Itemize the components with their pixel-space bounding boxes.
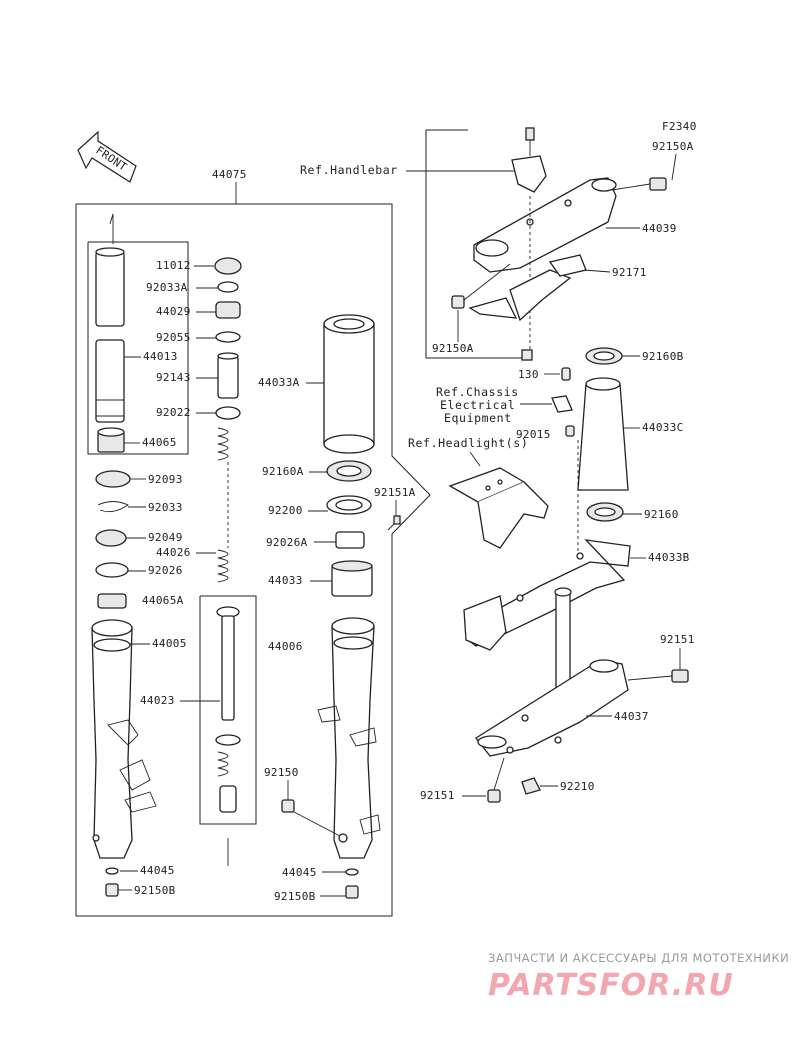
ref-chassis-1: Ref.Chassis: [436, 385, 519, 399]
middle-labels: 44033A 92160A 92151A 92200 92026A 44026 …: [156, 376, 416, 903]
figure-code: F2340: [662, 120, 697, 133]
label-92150B-left: 92150B: [134, 884, 176, 897]
label-44033B: 44033B: [648, 551, 690, 564]
left-labels: 11012 92033A 44029 92055 44013 92143 920…: [118, 259, 220, 897]
label-92033: 92033: [148, 501, 183, 514]
label-44013: 44013: [143, 350, 178, 363]
label-92143: 92143: [156, 371, 191, 384]
assembly-box-44075: [75, 203, 431, 917]
label-92093: 92093: [148, 473, 183, 486]
label-92151-top: 92151: [660, 633, 695, 646]
drain-bolt-left: [105, 867, 119, 897]
label-44033C: 44033C: [642, 421, 684, 434]
bracket-box: [425, 129, 526, 359]
label-44033: 44033: [268, 574, 303, 587]
label-92171: 92171: [612, 266, 647, 279]
label-44045-left: 44045: [140, 864, 175, 877]
label-92055: 92055: [156, 331, 191, 344]
label-44006: 44006: [268, 640, 303, 653]
label-92210: 92210: [560, 780, 595, 793]
label-92160A: 92160A: [262, 465, 304, 478]
ref-handlebar: Ref.Handlebar: [300, 163, 398, 177]
label-92026: 92026: [148, 564, 183, 577]
label-44033A: 44033A: [258, 376, 300, 389]
outer-tube-44005: [91, 619, 157, 859]
watermark-brand: PARTSFOR.RU: [488, 968, 734, 1003]
label-44065A: 44065A: [142, 594, 184, 607]
seal-rings: [95, 470, 131, 609]
label-92049: 92049: [148, 531, 183, 544]
label-92160: 92160: [644, 508, 679, 521]
label-44037: 44037: [614, 710, 649, 723]
label-44045-right: 44045: [282, 866, 317, 879]
steering-stem-44037: [475, 587, 689, 803]
ref-headlight: Ref.Headlight(s): [408, 436, 528, 450]
watermark-tagline: ЗАПЧАСТИ И АКСЕССУАРЫ ДЛЯ МОТОТЕХНИКИ: [488, 951, 789, 965]
label-44023: 44023: [140, 694, 175, 707]
ref-chassis-3: Equipment: [444, 411, 512, 425]
headlight-bracket: [448, 467, 549, 549]
parts-column-left: [214, 257, 242, 583]
drain-bolt-right: [281, 799, 359, 899]
front-arrow-icon: FRONT: [77, 130, 137, 183]
cover-tube-44033A: [323, 314, 375, 454]
label-44039: 44039: [642, 222, 677, 235]
label-44075: 44075: [212, 168, 247, 181]
label-44029: 44029: [156, 305, 191, 318]
label-92015: 92015: [516, 428, 551, 441]
label-130: 130: [518, 368, 539, 381]
label-92026A: 92026A: [266, 536, 308, 549]
label-44065: 44065: [142, 436, 177, 449]
label-92200: 92200: [268, 504, 303, 517]
ref-chassis-2: Electrical: [440, 398, 515, 412]
inner-box-44013: [87, 241, 189, 455]
label-44026: 44026: [156, 546, 191, 559]
label-44005: 44005: [152, 637, 187, 650]
label-92022: 92022: [156, 406, 191, 419]
label-92150: 92150: [264, 766, 299, 779]
damper-rod-44023: [215, 606, 241, 813]
label-92033A: 92033A: [146, 281, 188, 294]
middle-rings: [326, 460, 401, 597]
label-92151-bottom: 92151: [420, 789, 455, 802]
inner-tube-44013: [95, 247, 125, 453]
label-92160B: 92160B: [642, 350, 684, 363]
outer-tube-44006: [317, 617, 381, 859]
label-11012: 11012: [156, 259, 191, 272]
label-92150A-bottom: 92150A: [432, 342, 474, 355]
right-cover-parts: [577, 347, 629, 560]
label-92150A-top: 92150A: [652, 140, 694, 153]
inner-box-44023: [199, 595, 257, 825]
lower-bracket-44033B: [463, 539, 631, 651]
label-92150B-right: 92150B: [274, 890, 316, 903]
label-92151A: 92151A: [374, 486, 416, 499]
upper-bracket-44039: [451, 127, 667, 361]
